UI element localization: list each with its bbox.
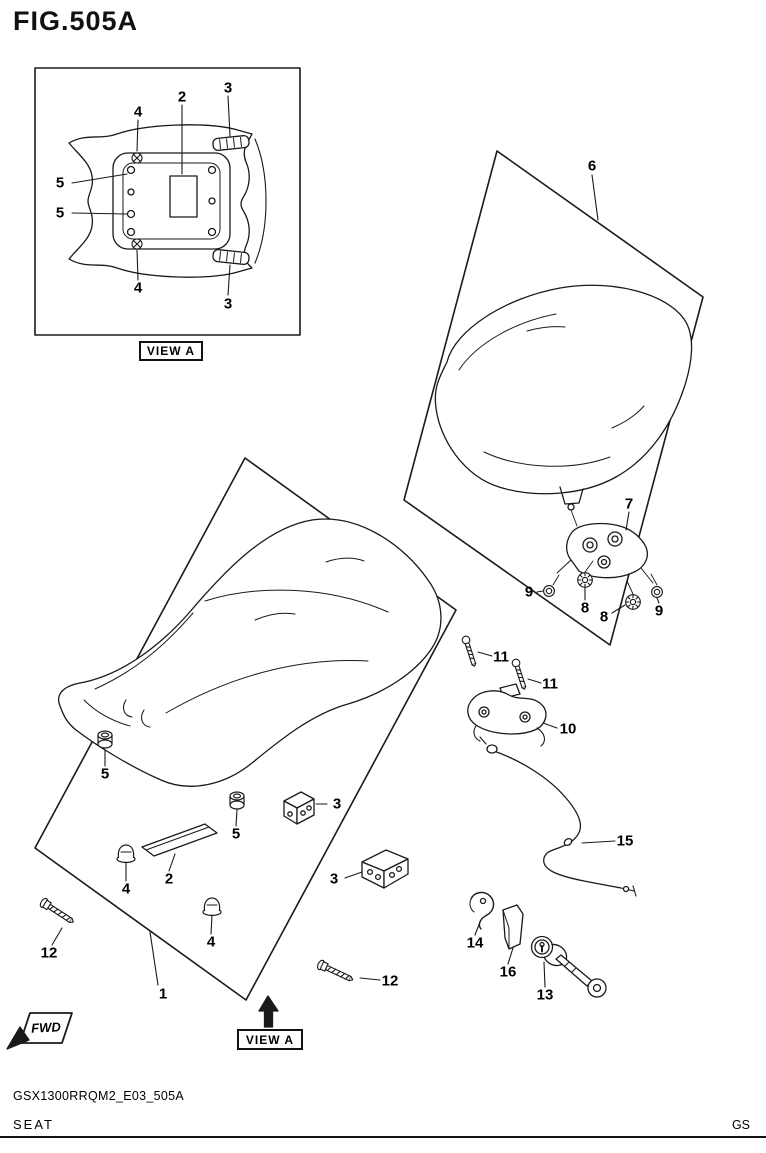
assembly-box-seat-1 (34, 457, 457, 1001)
leader-lines (51, 95, 660, 988)
cable-guide-14 (469, 891, 495, 930)
callout-13: 13 (536, 986, 554, 1004)
seat-screw-12-right (315, 958, 356, 985)
callout-11: 11 (493, 648, 509, 666)
lock-cylinder-13 (530, 935, 568, 967)
hinge-bracket-7 (542, 509, 664, 610)
callout-4: 4 (206, 933, 216, 951)
footer-part-code: GSX1300RRQM2_E03_505A (13, 1089, 184, 1103)
lock-key (555, 954, 607, 998)
washer-8-left (577, 572, 593, 588)
footer-figure-name: SEAT (13, 1117, 54, 1132)
view-a-label-top-text: VIEW A (146, 344, 196, 358)
mount-block-3-upper (283, 791, 315, 825)
callout-5: 5 (55, 174, 65, 192)
callout-8: 8 (580, 599, 590, 617)
seat-latch-10 (467, 683, 547, 747)
callout-5: 5 (231, 825, 241, 843)
callout-6: 6 (587, 157, 597, 175)
nut-9-left (542, 584, 556, 598)
fwd-marker (6, 1012, 73, 1050)
callout-7: 7 (624, 495, 634, 513)
callout-5: 5 (55, 204, 65, 222)
callout-2: 2 (164, 870, 174, 888)
callout-3: 3 (332, 795, 342, 813)
callout-4: 4 (133, 103, 143, 121)
mount-strip-3-top (212, 134, 250, 152)
callout-12: 12 (40, 944, 58, 962)
callout-2: 2 (177, 88, 187, 106)
seat-pan-top-view (68, 124, 267, 278)
seat-6-drawing (434, 284, 693, 511)
callout-3: 3 (329, 870, 339, 888)
washer-8-right (625, 594, 641, 610)
view-a-label-top: VIEW A (139, 341, 203, 361)
callout-9: 9 (654, 602, 664, 620)
assembly-box-seat-6 (403, 150, 704, 646)
lock-bracket-16 (502, 904, 524, 950)
footer-divider (0, 1136, 766, 1138)
callout-9: 9 (524, 583, 534, 601)
callout-8: 8 (599, 608, 609, 626)
callout-11: 11 (542, 675, 558, 693)
view-a-label-bottom-text: VIEW A (245, 1032, 295, 1047)
inset-view-box (34, 67, 301, 336)
latch-screw-11-left (460, 634, 479, 668)
lock-cable-15 (479, 736, 637, 897)
callout-3: 3 (223, 295, 233, 313)
figure-title: FIG.505A (13, 6, 139, 36)
callout-15: 15 (616, 832, 634, 850)
pan-bolt-4-bottom (131, 238, 143, 250)
callout-4: 4 (133, 279, 143, 297)
view-a-label-bottom: VIEW A (237, 1029, 303, 1050)
fwd-label: FWD (30, 1019, 62, 1036)
callout-5: 5 (100, 765, 110, 783)
nut-9-right (650, 585, 664, 599)
seat-screw-12-left (38, 896, 77, 927)
callout-10: 10 (559, 720, 577, 738)
view-a-arrow-icon (258, 995, 279, 1028)
callout-4: 4 (121, 880, 131, 898)
seat-pad-2 (141, 823, 218, 857)
callout-16: 16 (499, 963, 517, 981)
callout-1: 1 (158, 985, 168, 1003)
callout-3: 3 (223, 79, 233, 97)
pan-bolt-4-top (131, 152, 143, 164)
callout-12: 12 (381, 972, 399, 990)
footer-page-code: GS (731, 1118, 750, 1132)
seat-1-drawing (58, 518, 442, 787)
mount-block-3-lower (361, 849, 409, 889)
mount-strip-3-bottom (212, 248, 250, 266)
callout-14: 14 (466, 934, 484, 952)
